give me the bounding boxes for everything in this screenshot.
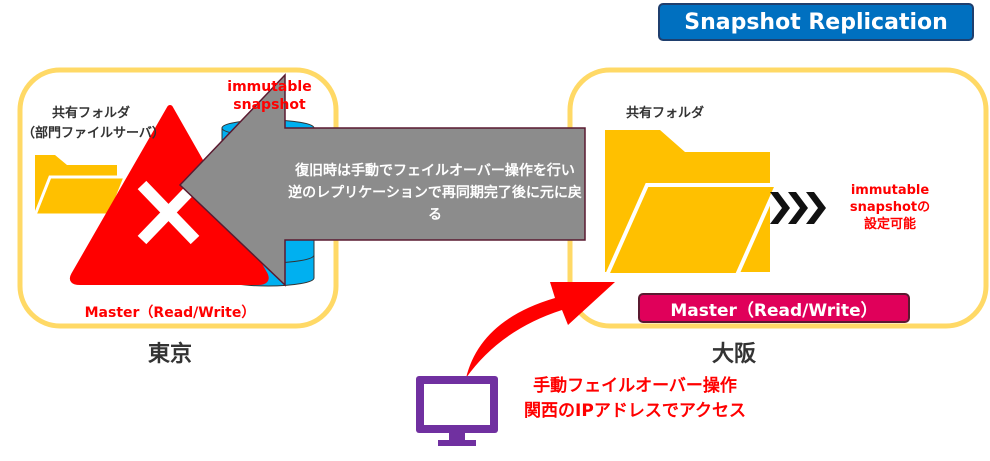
osaka-snapshot-label: snapshotの xyxy=(849,200,931,215)
osaka-master-badge: Master（Read/Write） xyxy=(638,293,910,323)
tokyo-folder-label: 共有フォルダ xyxy=(52,106,131,121)
osaka-immutable-note: immutable snapshotの 設定可能 xyxy=(835,182,945,233)
osaka-folder-icon xyxy=(603,130,781,277)
osaka-configurable-label: 設定可能 xyxy=(863,217,916,232)
title-button[interactable]: Snapshot Replication xyxy=(658,3,974,41)
client-note-line1: 手動フェイルオーバー操作 xyxy=(533,376,737,396)
failback-note-line1: 復旧時は手動でフェイルオーバー操作を行い xyxy=(295,163,575,179)
tokyo-folder-sublabel: （部門ファイルサーバ） xyxy=(22,126,165,141)
tokyo-master-label: Master（Read/Write） xyxy=(84,305,256,321)
tokyo-immutable-label: immutable xyxy=(227,79,312,95)
osaka-folder-label: 共有フォルダ xyxy=(626,106,705,121)
client-note-line2: 関西のIPアドレスでアクセス xyxy=(524,401,746,421)
failback-note-line2: 逆のレプリケーションで再同期完了後に元に戻る xyxy=(288,185,582,223)
tokyo-city-label: 東京 xyxy=(148,342,193,367)
tokyo-immutable-snapshot: immutable snapshot xyxy=(222,78,317,114)
failback-arrow xyxy=(178,73,586,287)
tokyo-snapshot-label: snapshot xyxy=(233,97,306,113)
client-note: 手動フェイルオーバー操作 関西のIPアドレスでアクセス xyxy=(505,374,765,424)
osaka-city-label: 大阪 xyxy=(712,342,757,367)
tokyo-folder-icon xyxy=(32,155,128,217)
failback-note: 復旧時は手動でフェイルオーバー操作を行い 逆のレプリケーションで再同期完了後に元… xyxy=(285,160,585,226)
monitor-icon xyxy=(416,376,498,446)
failure-warning-icon xyxy=(69,105,269,285)
access-arrow xyxy=(466,282,615,378)
osaka-immutable-label: immutable xyxy=(850,183,930,198)
chevrons-icon xyxy=(770,192,826,224)
